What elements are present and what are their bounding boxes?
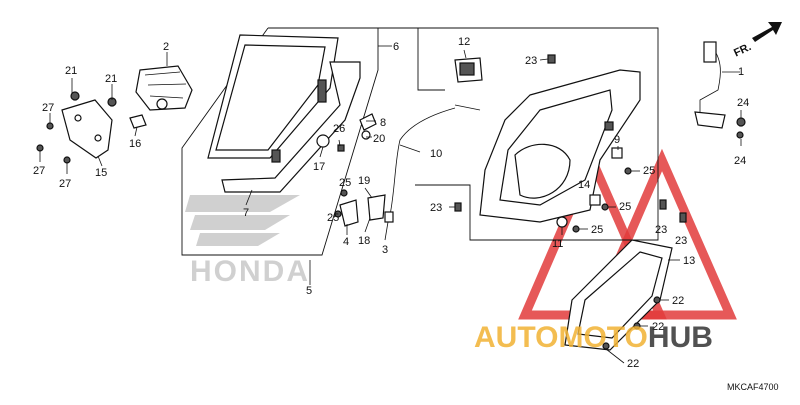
honda-wing-watermark [185,195,300,246]
clip-23a [547,54,556,64]
clip-9 [611,147,623,159]
callout-12: 12 [458,36,470,48]
callout-20: 20 [373,133,385,145]
callout-numbers: 1 2 3 4 5 6 7 8 9 10 11 12 13 14 15 16 1… [33,36,749,370]
screw-27a [46,122,54,130]
site-watermark: AUTOMOTOHUB [474,321,713,354]
callout-26: 26 [333,123,345,135]
switch-12 [454,57,483,83]
latch-19 [367,194,386,221]
callout-27c: 27 [59,178,71,190]
clip-24b [736,131,744,139]
clip-23c [659,199,667,210]
frame-13 [564,239,673,351]
callout-7: 7 [243,207,249,219]
assembly-outline-top [378,27,445,91]
latch-4 [339,199,359,227]
callout-5: 5 [306,285,312,297]
lid-panel [207,34,361,193]
callout-6: 6 [393,41,399,53]
callout-1: 1 [738,66,744,78]
callout-24b: 24 [734,155,746,167]
washer-20 [361,130,371,140]
storage-box [479,69,641,223]
callout-8: 8 [380,117,386,129]
watermark-auto: AUTO [474,321,558,354]
callout-4: 4 [343,236,349,248]
callout-17: 17 [313,161,325,173]
callout-24a: 24 [737,97,749,109]
callout-25b: 25 [619,201,631,213]
grommet-11 [556,216,568,228]
callout-10: 10 [430,148,442,160]
callout-25e: 25 [327,212,339,224]
assembly-outline-right [415,27,659,241]
callout-27b: 27 [33,165,45,177]
clip-14 [589,194,601,206]
svg-text:AUTOMOTOHUB: AUTOMOTOHUB [474,321,713,354]
watermark-hub: HUB [648,321,713,354]
front-direction-arrow [752,22,782,42]
clip-24a [736,117,746,127]
callout-23a: 23 [525,55,537,67]
spring-8 [359,113,377,131]
callout-18: 18 [358,235,370,247]
cable-10 [389,107,456,216]
callout-22a: 22 [672,295,684,307]
actuator-2 [135,65,193,111]
bracket-15 [61,91,117,159]
leader-lines [39,45,742,364]
callout-15: 15 [95,167,107,179]
honda-watermark-text: HONDA [190,255,310,288]
callout-25a: 25 [643,165,655,177]
harness-1 [694,41,726,129]
callout-11: 11 [552,238,563,250]
callout-13: 13 [683,255,695,267]
clip-17 [316,134,330,148]
callout-9: 9 [614,134,620,146]
callout-16: 16 [129,138,141,150]
callout-23c: 23 [655,224,667,236]
front-direction-label: FR. [732,41,753,59]
callout-21a: 21 [65,65,77,77]
clip-23d [679,212,687,223]
callout-14: 14 [578,179,590,191]
diagram-code: MKCAF4700 [727,382,779,392]
callout-25c: 25 [591,224,603,236]
watermark-moto: MOTO [558,321,647,354]
callout-23b: 23 [430,202,442,214]
clip-16 [129,114,147,129]
callout-23d: 23 [675,235,687,247]
grommet-26 [337,144,345,152]
callout-19: 19 [358,175,370,187]
callout-2: 2 [163,41,169,53]
callout-27a: 27 [42,102,54,114]
callout-22b: 22 [652,321,664,333]
callout-21b: 21 [105,73,117,85]
callout-22c: 22 [627,358,639,370]
clip-23b [454,202,462,212]
callout-3: 3 [382,244,388,256]
callout-25d: 25 [339,177,351,189]
